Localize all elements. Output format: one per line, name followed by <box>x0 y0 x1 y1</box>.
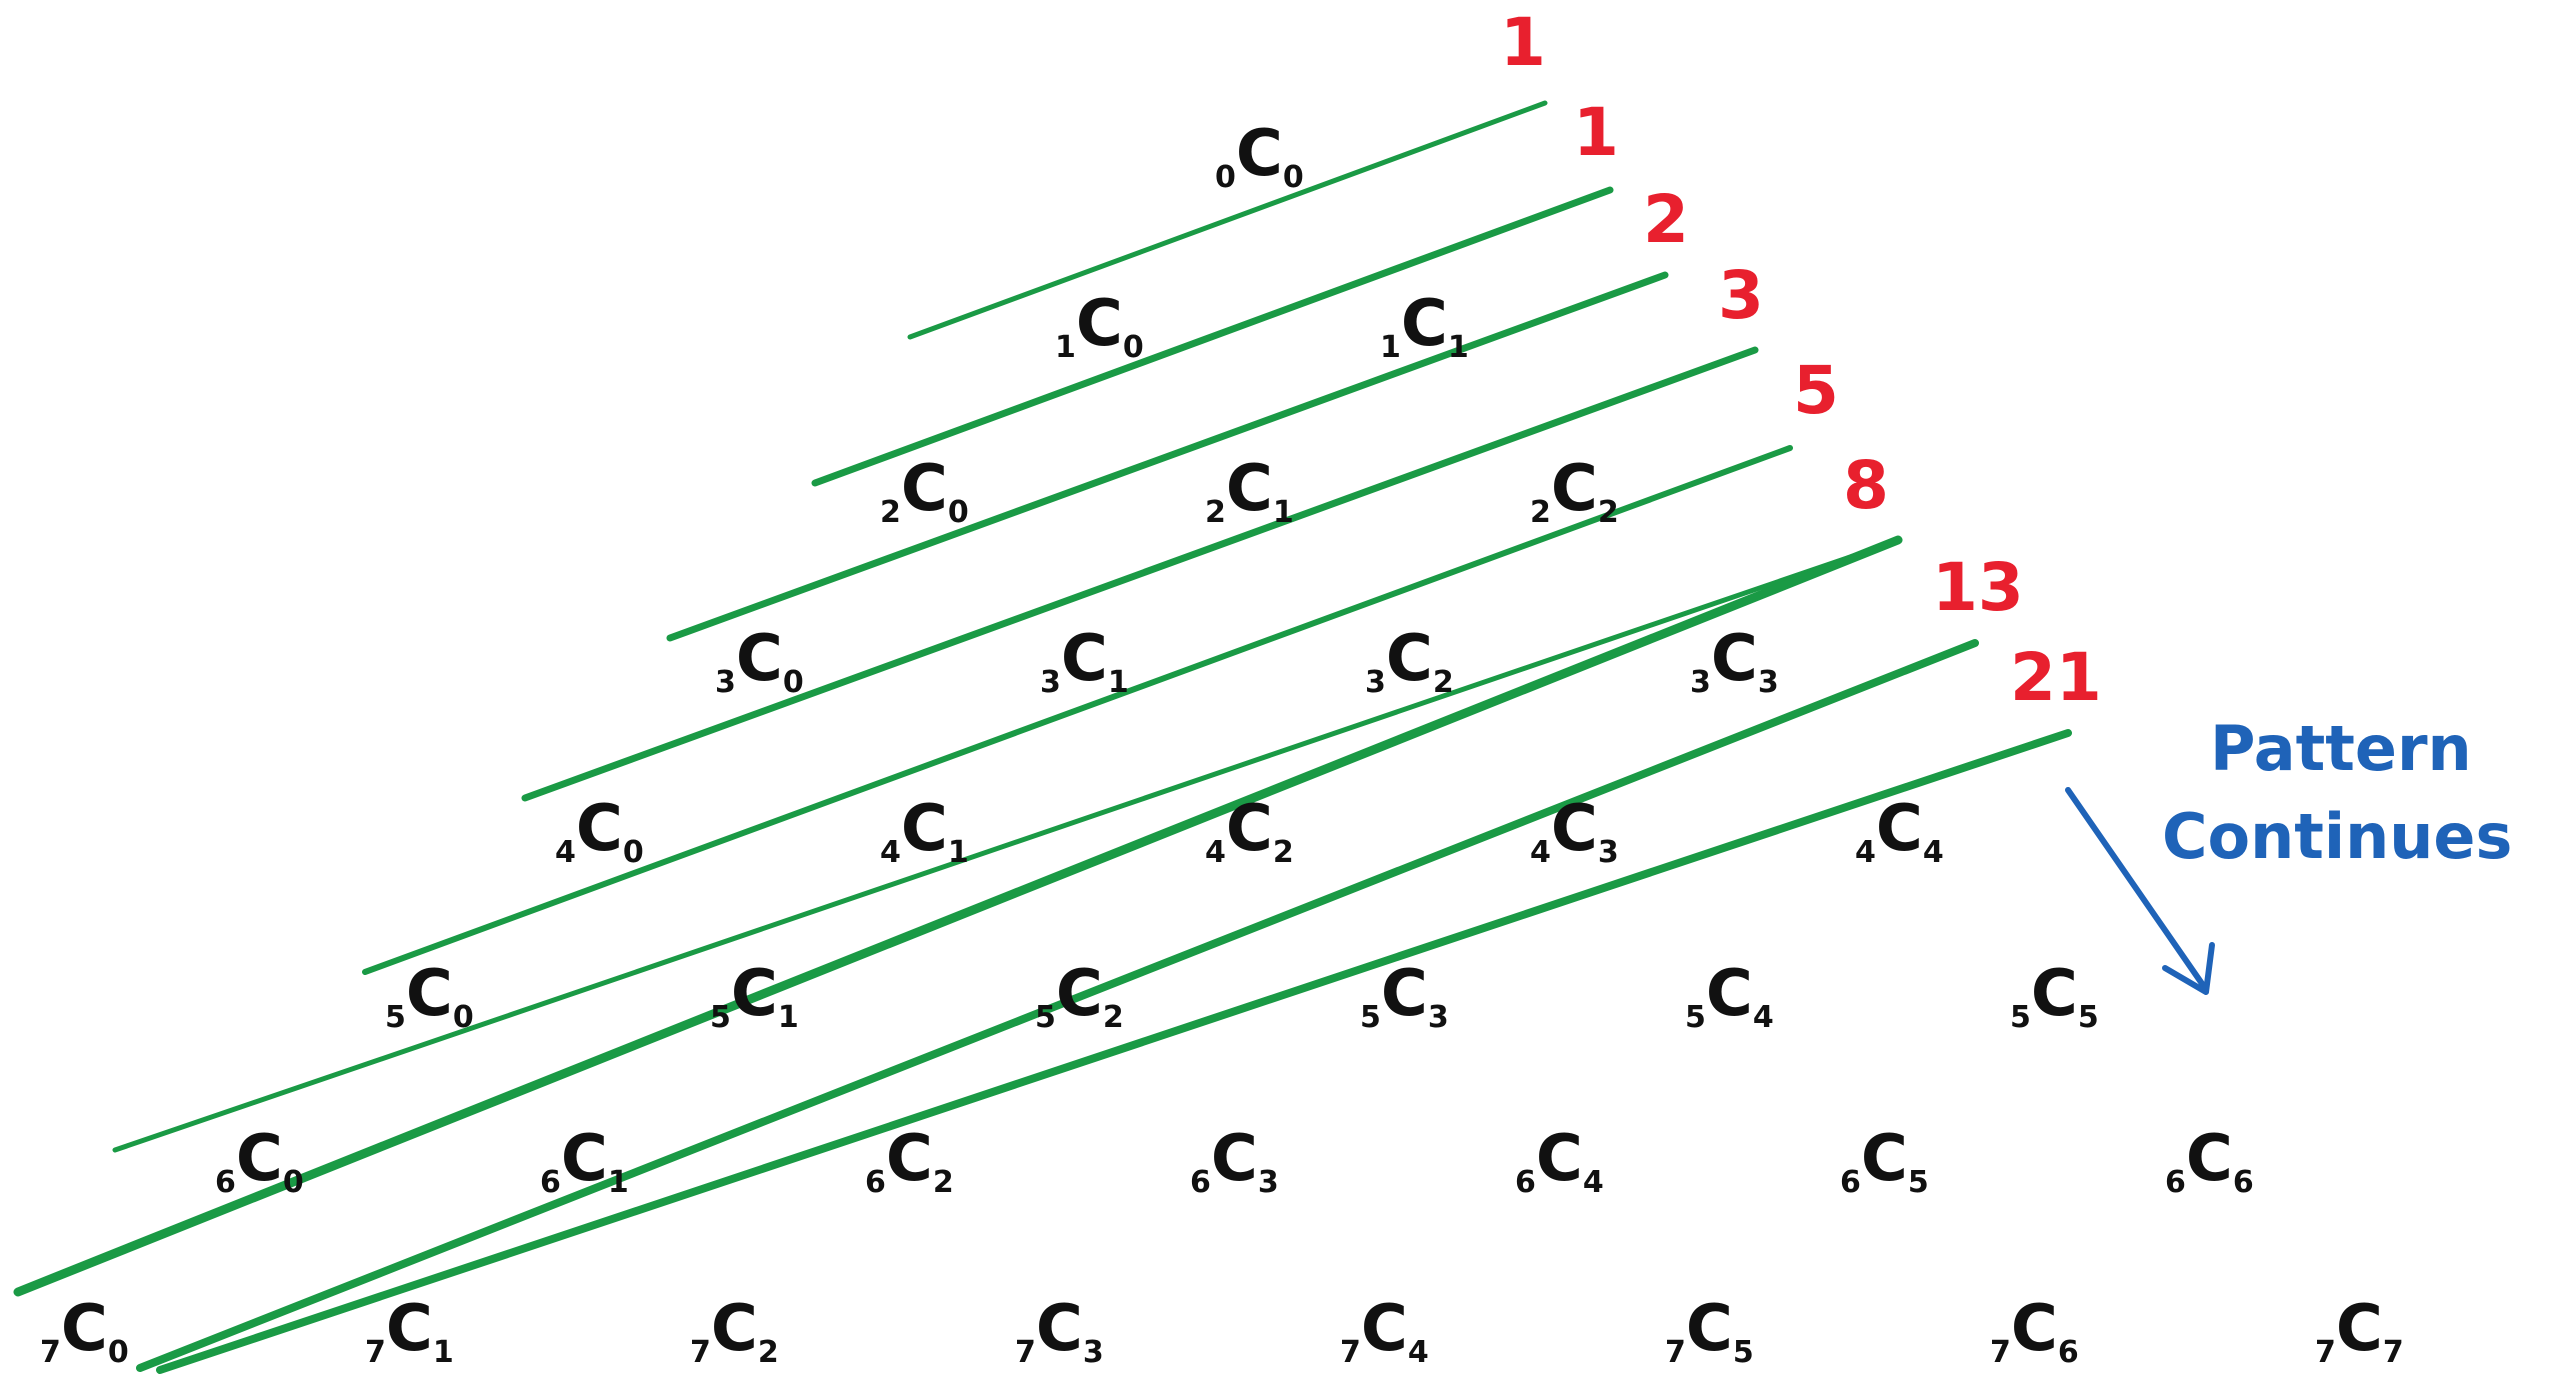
term-6-4: 6C4 <box>1515 1122 1604 1200</box>
diagonal-sum-2: 2 <box>1643 181 1689 258</box>
term-6-0: 6C0 <box>215 1122 304 1200</box>
term-7-6: 7C6 <box>1990 1292 2079 1370</box>
term-7-2: 7C2 <box>690 1292 779 1370</box>
term-2-0: 2C0 <box>880 452 969 530</box>
diagonal-line-5 <box>112 537 1903 1153</box>
term-1-0: 1C0 <box>1055 287 1144 365</box>
term-3-0: 3C0 <box>715 622 804 700</box>
term-6-2: 6C2 <box>865 1122 954 1200</box>
term-5-1: 5C1 <box>710 957 799 1035</box>
term-7-4: 7C4 <box>1340 1292 1429 1370</box>
diagonal-sum-3: 3 <box>1718 257 1764 334</box>
diagonal-line-8 <box>156 729 2072 1374</box>
term-6-3: 6C3 <box>1190 1122 1279 1200</box>
term-7-0: 7C0 <box>40 1292 129 1370</box>
term-0-0: 0C0 <box>1215 117 1304 195</box>
term-7-7: 7C7 <box>2315 1292 2404 1370</box>
term-5-4: 5C4 <box>1685 957 1774 1035</box>
term-3-3: 3C3 <box>1690 622 1779 700</box>
diagonal-sum-1: 1 <box>1573 94 1619 171</box>
diagonal-line-3 <box>521 346 1759 802</box>
diagonal-line-6 <box>13 535 1903 1297</box>
diagonal-sum-5: 8 <box>1843 447 1889 524</box>
diagonal-sum-0: 1 <box>1500 4 1546 81</box>
diagonal-line-2 <box>666 271 1669 642</box>
term-7-1: 7C1 <box>365 1292 454 1370</box>
term-3-2: 3C2 <box>1365 622 1454 700</box>
pattern-note-line1: Pattern <box>2210 712 2472 785</box>
diagonal-line-0 <box>907 100 1548 340</box>
diagonal-line-1 <box>811 186 1614 487</box>
term-3-1: 3C1 <box>1040 622 1129 700</box>
pattern-note: Pattern Continues <box>2065 712 2512 995</box>
diagonal-line-7 <box>136 639 1979 1372</box>
term-6-1: 6C1 <box>540 1122 629 1200</box>
binomial-terms: 0C0 1C0 1C1 2C0 2C1 2C2 3C0 3C1 3C2 3C3 4C0 4C1 4C2 4… <box>40 117 2404 1370</box>
term-6-5: 6C5 <box>1840 1122 1929 1200</box>
term-7-3: 7C3 <box>1015 1292 1104 1370</box>
pattern-note-line2: Continues <box>2162 800 2512 873</box>
term-4-0: 4C0 <box>555 792 644 870</box>
diagonal-sum-4: 5 <box>1793 352 1839 429</box>
diagonal-lines <box>13 100 2072 1374</box>
term-4-1: 4C1 <box>880 792 969 870</box>
term-4-4: 4C4 <box>1855 792 1944 870</box>
term-5-5: 5C5 <box>2010 957 2099 1035</box>
term-2-1: 2C1 <box>1205 452 1294 530</box>
term-5-0: 5C0 <box>385 957 474 1035</box>
term-1-1: 1C1 <box>1380 287 1469 365</box>
term-5-2: 5C2 <box>1035 957 1124 1035</box>
arrow-down-right-icon <box>2065 787 2215 995</box>
term-4-3: 4C3 <box>1530 792 1619 870</box>
term-7-5: 7C5 <box>1665 1292 1754 1370</box>
term-6-6: 6C6 <box>2165 1122 2254 1200</box>
term-5-3: 5C3 <box>1360 957 1449 1035</box>
diagonal-sum-6: 13 <box>1932 549 2024 626</box>
term-4-2: 4C2 <box>1205 792 1294 870</box>
diagonal-sum-7: 21 <box>2010 639 2102 716</box>
term-2-2: 2C2 <box>1530 452 1619 530</box>
diagonal-line-4 <box>362 445 1793 975</box>
